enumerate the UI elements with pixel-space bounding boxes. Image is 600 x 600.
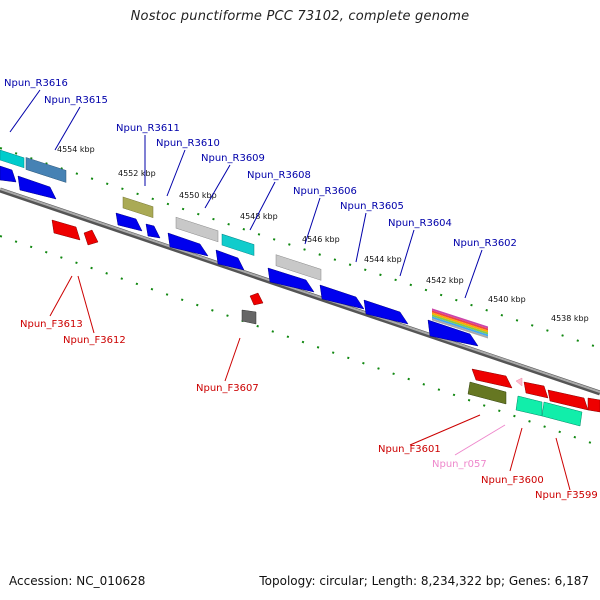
genome-backbone: [0, 187, 600, 396]
tick-dots-lower: [0, 235, 600, 447]
accession-text: Accession: NC_010628: [9, 574, 146, 588]
reverse-gene-labels: Npun_R3616 Npun_R3615 Npun_R3611 Npun_R3…: [4, 78, 517, 249]
gene-label: Npun_R3602: [453, 238, 517, 249]
gene-label: Npun_R3616: [4, 78, 68, 89]
upper-feature-row: [0, 149, 488, 339]
page-title: Nostoc punctiforme PCC 73102, complete g…: [130, 9, 470, 24]
tick-label: 4554 kbp: [57, 145, 95, 154]
forward-strand-arrows: [51, 219, 600, 427]
reverse-label-connectors: [9, 89, 483, 299]
topology-text: Topology: circular; Length: 8,234,322 bp…: [259, 574, 589, 588]
reverse-strand-arrows: [0, 165, 479, 347]
gene-label: Npun_R3608: [247, 170, 311, 181]
forward-label-connectors: [49, 275, 571, 491]
gene-label: Npun_R3610: [156, 138, 220, 149]
gene-label: Npun_F3613: [20, 319, 83, 330]
tick-label: 4546 kbp: [302, 235, 340, 244]
tick-label: 4538 kbp: [551, 314, 589, 323]
gene-label: Npun_F3600: [481, 475, 544, 486]
gene-label: Npun_R3611: [116, 123, 180, 134]
tick-label: 4548 kbp: [240, 212, 278, 221]
gene-label: Npun_F3607: [196, 383, 259, 394]
tick-label: 4540 kbp: [488, 295, 526, 304]
gene-label: Npun_F3612: [63, 335, 126, 346]
forward-gene-labels: Npun_F3613 Npun_F3612 Npun_F3607 Npun_F3…: [20, 319, 598, 501]
tick-label: 4552 kbp: [118, 169, 156, 178]
gene-label: Npun_R3606: [293, 186, 357, 197]
gene-label: Npun_R3604: [388, 218, 452, 229]
gene-label: Npun_F3599: [535, 490, 598, 501]
tick-label: 4550 kbp: [179, 191, 217, 200]
gene-label: Npun_R3615: [44, 95, 108, 106]
rna-label-connector: [454, 424, 506, 456]
tick-label: 4542 kbp: [426, 276, 464, 285]
tick-label: 4544 kbp: [364, 255, 402, 264]
gene-label: Npun_F3601: [378, 444, 441, 455]
gene-label: Npun_R3605: [340, 201, 404, 212]
gene-label: Npun_R3609: [201, 153, 265, 164]
tick-labels: 4554 kbp 4552 kbp 4550 kbp 4548 kbp 4546…: [57, 145, 589, 323]
gene-label: Npun_r057: [432, 459, 487, 470]
